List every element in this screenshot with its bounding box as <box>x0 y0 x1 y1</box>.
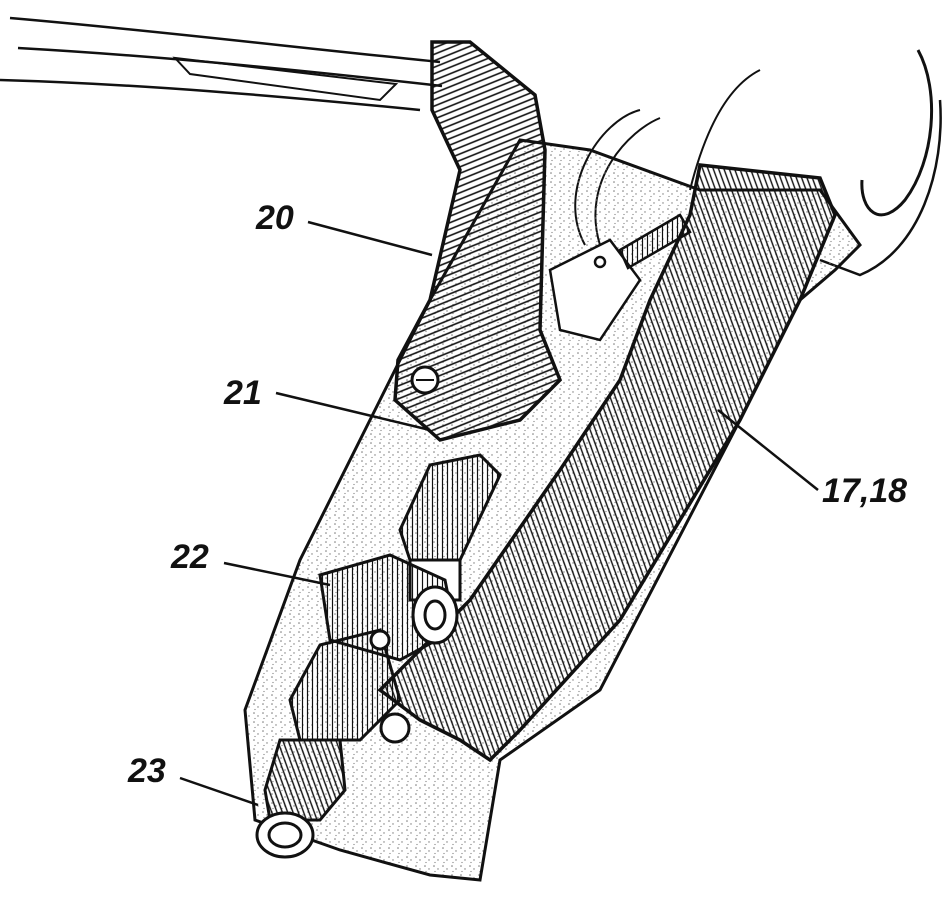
leader-21 <box>275 391 431 432</box>
leader-1718 <box>717 409 819 491</box>
cable-line <box>0 16 443 112</box>
main-handle <box>377 163 837 763</box>
mount-bracket <box>548 213 692 342</box>
callout-22: 22 <box>171 538 209 576</box>
callout-21: 21 <box>224 374 262 412</box>
callout-20: 20 <box>256 199 294 237</box>
callout-23: 23 <box>128 752 166 790</box>
hose-fitting <box>255 738 347 859</box>
callout-17-18: 17,18 <box>822 472 908 510</box>
leader-lines <box>179 220 819 807</box>
valve-body <box>288 628 411 744</box>
upper-lever <box>393 40 563 442</box>
adjuster-knob <box>318 553 459 662</box>
leader-20 <box>307 220 433 257</box>
leader-22 <box>223 561 331 587</box>
leader-23 <box>179 776 259 807</box>
